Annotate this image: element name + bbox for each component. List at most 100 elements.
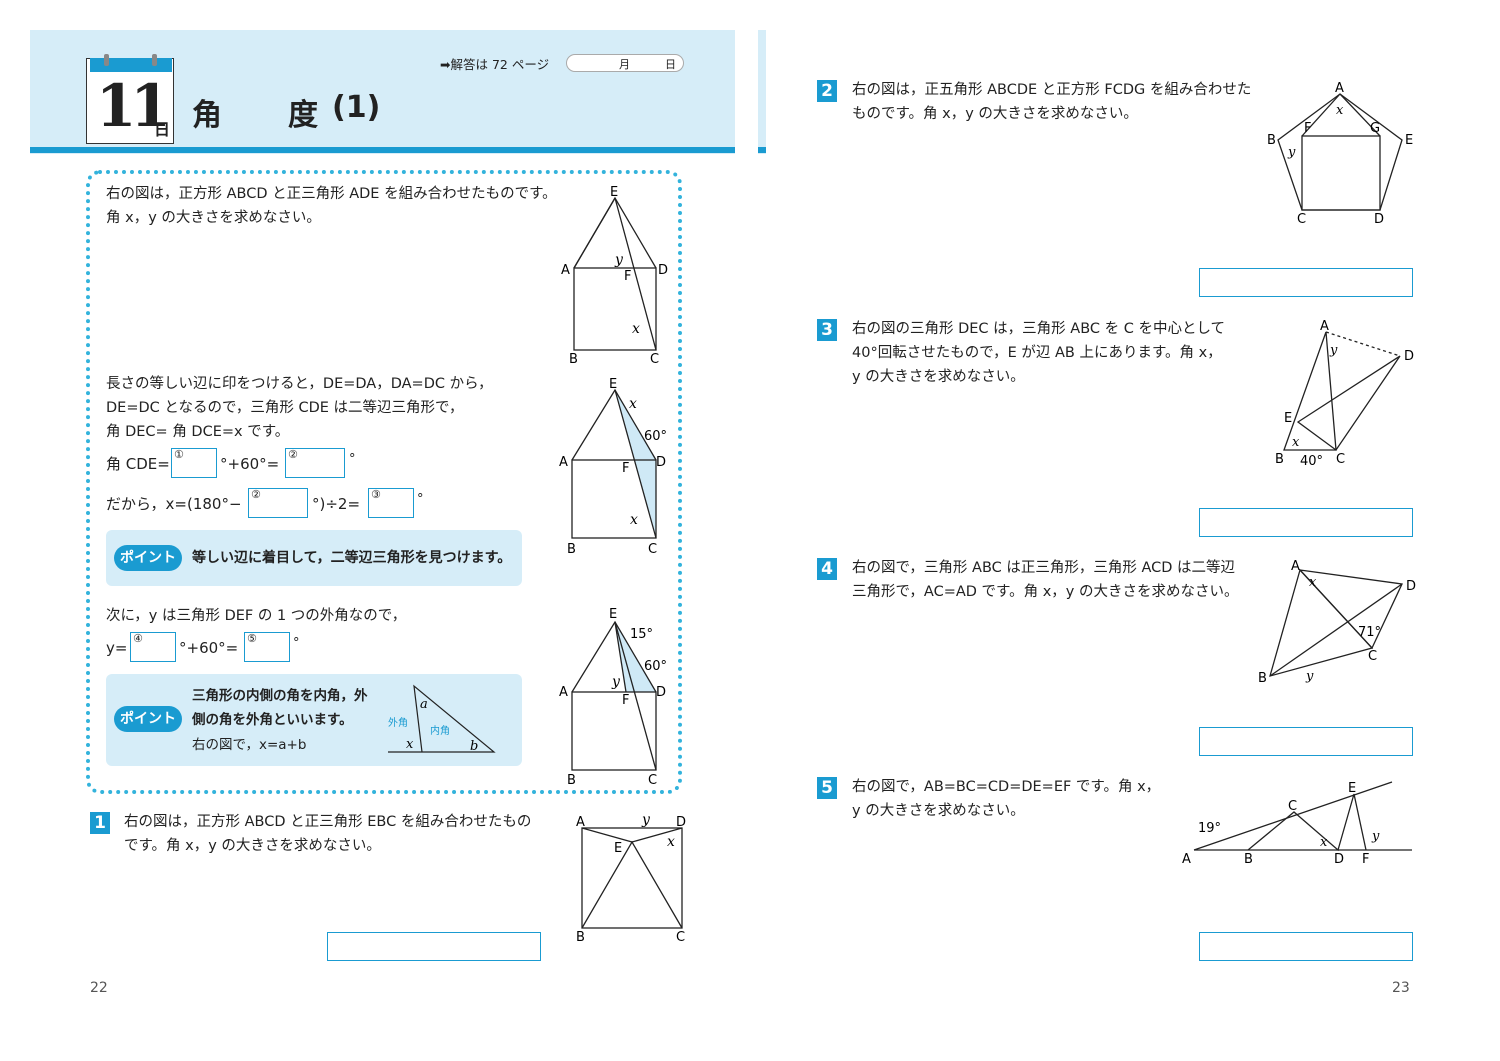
answer-blank-5[interactable]: ⑤: [244, 632, 290, 662]
fig1-label-x: x: [632, 321, 640, 337]
fig3-label-A: A: [559, 685, 568, 700]
fig1-label-B: B: [569, 352, 578, 367]
fig2-label-x-top: x: [629, 396, 637, 412]
month-label: 月: [619, 58, 630, 71]
answer-box-q1[interactable]: [327, 932, 541, 961]
fig2-label-F: F: [622, 461, 629, 476]
fig2-label-A: A: [559, 455, 568, 470]
plus60-text: °+60°=: [220, 455, 280, 473]
q3-label-E: E: [1284, 411, 1292, 426]
q1-label-x: x: [667, 834, 675, 850]
q3-label-D: D: [1404, 349, 1414, 364]
page-number-left: 22: [90, 980, 108, 996]
q5-label-y: y: [1371, 829, 1380, 844]
q5-label-C: C: [1288, 799, 1297, 814]
q2-label-D: D: [1374, 212, 1384, 227]
point1-text: 等しい辺に着目して，二等辺三角形を見つけます。: [192, 550, 512, 566]
ext-label-x: x: [406, 737, 414, 752]
point2-line1: 三角形の内側の角を内角，外: [192, 688, 368, 704]
fig2-label-D: D: [656, 455, 666, 470]
plus60b-text: °+60°=: [179, 639, 239, 657]
q4-label-D: D: [1406, 579, 1416, 594]
header-underline: [30, 147, 735, 153]
q3-label-A: A: [1320, 319, 1329, 334]
question3-line2: 40°回転させたもので，E が辺 AB 上にあります。角 x，: [852, 345, 1222, 361]
fig2-label-C: C: [648, 542, 657, 557]
answer-blank-2[interactable]: ②: [285, 448, 345, 478]
q3-label-40: 40°: [1300, 454, 1323, 468]
q4-label-B: B: [1258, 671, 1267, 686]
exterior-angle-figure: 外角 内角 a b x: [388, 684, 496, 754]
fig3-label-D: D: [656, 685, 666, 700]
fig3-label-C: C: [648, 773, 657, 788]
answer-box-q4[interactable]: [1199, 727, 1413, 756]
question2-line1: 右の図は，正五角形 ABCDE と正方形 FCDG を組み合わせた: [852, 82, 1252, 98]
answer-box-q5[interactable]: [1199, 932, 1413, 961]
date-field[interactable]: 月 日: [566, 54, 684, 72]
explanation-line2: DE=DC となるので，三角形 CDE は二等辺三角形で，: [106, 400, 464, 416]
question4-figure: A x D 71° C B y: [1258, 559, 1416, 686]
q3-label-x: x: [1292, 435, 1300, 450]
example-figure-3: E 15° 60° A D y F B C: [559, 607, 667, 788]
fig2-label-E: E: [609, 377, 617, 392]
q2-label-x: x: [1336, 103, 1344, 118]
q5-label-A: A: [1182, 852, 1191, 867]
explanation-line3: 角 DEC= 角 DCE=x です。: [106, 424, 290, 440]
answer-blank-4[interactable]: ④: [130, 632, 176, 662]
page-title: 角 度: [192, 98, 320, 133]
fig3-label-E: E: [609, 607, 617, 622]
answer-box-q3[interactable]: [1199, 508, 1413, 537]
question3-line3: y の大きさを求めなさい。: [852, 369, 1025, 385]
question3-line1: 右の図の三角形 DEC は，三角形 ABC を C を中心として: [852, 321, 1226, 337]
answer-reference: ➡解答は 72 ページ: [440, 57, 550, 72]
question5-figure: 19° C E y x A B D F: [1182, 781, 1412, 867]
q5-label-x: x: [1320, 835, 1328, 850]
example-box: [86, 170, 682, 794]
question5-line1: 右の図で，AB=BC=CD=DE=EF です。角 x，: [852, 779, 1161, 795]
fig1-label-C: C: [650, 352, 659, 367]
example-figure-1: E A D B C F y x: [561, 185, 668, 367]
fig1-label-y: y: [614, 252, 624, 268]
ext-label-a: a: [420, 697, 428, 712]
question3-figure: A y D E x B 40° C: [1275, 319, 1414, 468]
so-label: だから，x=(180°−: [106, 495, 242, 513]
answer-box-q2[interactable]: [1199, 268, 1413, 297]
q2-label-F: F: [1304, 121, 1311, 136]
cde-label: 角 CDE=: [106, 455, 170, 473]
question-number-4: 4: [817, 558, 837, 580]
outer-angle-label: 外角: [388, 717, 408, 729]
fig3-label-F: F: [622, 693, 629, 708]
question1-line2: です。角 x，y の大きさを求めなさい。: [124, 838, 381, 854]
q2-label-y: y: [1287, 145, 1296, 160]
q5-label-B: B: [1244, 852, 1253, 867]
q4-label-x: x: [1309, 575, 1317, 590]
q1-label-y: y: [641, 812, 651, 828]
right-header-underline: [758, 147, 766, 153]
q5-label-F: F: [1362, 852, 1369, 867]
example-problem-line2: 角 x，y の大きさを求めなさい。: [106, 210, 321, 226]
day-label: 日: [665, 58, 676, 71]
question-number-2: 2: [817, 80, 837, 102]
fig3-label-15: 15°: [630, 627, 653, 642]
fig2-label-60: 60°: [644, 429, 667, 444]
degree-mark-2: °: [417, 492, 424, 507]
page-number-right: 23: [1392, 980, 1410, 996]
calendar-ring-icon: [152, 54, 157, 66]
q3-label-C: C: [1336, 452, 1345, 467]
q4-label-y: y: [1305, 669, 1314, 684]
q2-label-G: G: [1370, 121, 1380, 136]
calendar-top-strip: [90, 58, 172, 72]
q1-label-A: A: [576, 815, 585, 830]
answer-blank-3[interactable]: ③: [368, 488, 414, 518]
question4-line1: 右の図で，三角形 ABC は正三角形，三角形 ACD は二等辺: [852, 560, 1236, 576]
example-problem-line1: 右の図は，正方形 ABCD と正三角形 ADE を組み合わせたものです。: [106, 186, 557, 202]
y-label: y=: [106, 639, 128, 657]
point2-line2: 側の角を外角といいます。: [192, 712, 353, 728]
answer-blank-1[interactable]: ①: [171, 448, 217, 478]
q1-label-C: C: [676, 930, 685, 945]
question4-line2: 三角形で，AC=AD です。角 x，y の大きさを求めなさい。: [852, 584, 1239, 600]
question2-figure: A x E B F G y C D: [1267, 81, 1413, 227]
fig1-label-E: E: [610, 185, 618, 200]
answer-blank-2b[interactable]: ②: [248, 488, 308, 518]
calendar-ring-icon: [104, 54, 109, 66]
